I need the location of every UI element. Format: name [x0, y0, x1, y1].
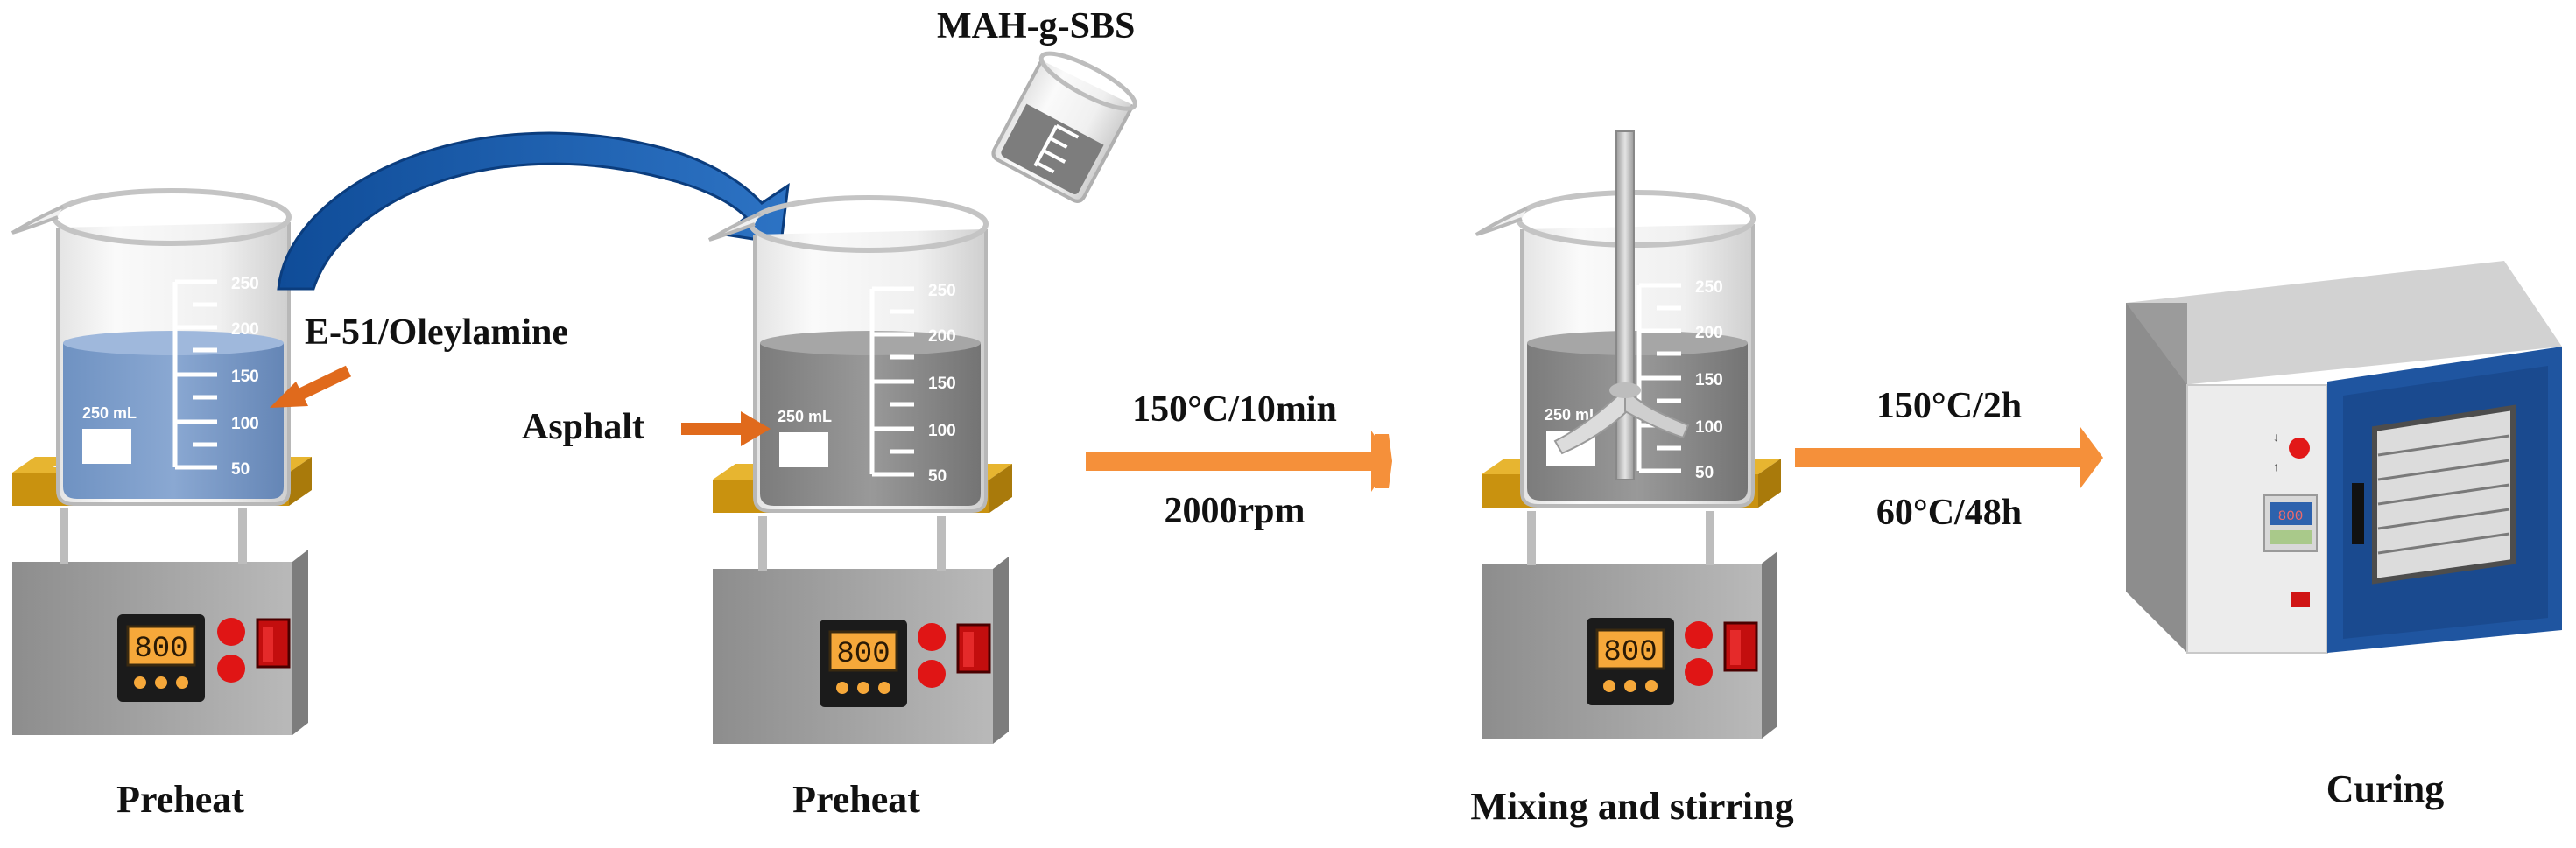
- beaker-2-scale-100: 100: [928, 422, 956, 440]
- beaker-1-volume-label: 250 mL: [82, 404, 137, 422]
- asphalt-pointer-arrow: [681, 411, 771, 446]
- oven-knob: [2289, 438, 2310, 459]
- beaker-3-scale-150: 150: [1695, 371, 1723, 389]
- beaker-3-volume-label: 250 mL: [1545, 406, 1599, 424]
- oven-switch: [2291, 592, 2310, 607]
- hotplate-3-knob-bottom: [1685, 658, 1713, 686]
- beaker-1-scale-150: 150: [231, 368, 259, 386]
- hotplate-1-display: 800: [134, 633, 187, 666]
- label-cure-step1: 150°C/2h: [1876, 386, 2023, 426]
- hotplate-2-knob-top: [918, 623, 946, 651]
- beaker-2-volume-label: 250 mL: [778, 408, 832, 425]
- beaker-3-scale-250: 250: [1695, 278, 1723, 297]
- beaker-2-scale-200: 200: [928, 327, 956, 346]
- beaker-3: 250 mL 250 200 150 100 50: [1475, 130, 1756, 508]
- caption-step-3: Mixing and stirring: [1470, 785, 1794, 828]
- svg-text:↓: ↓: [2273, 430, 2279, 444]
- caption-step-1: Preheat: [116, 778, 244, 821]
- label-mix-speed: 2000rpm: [1164, 491, 1306, 531]
- beaker-1-scale-250: 250: [231, 275, 259, 293]
- beaker-2-scale-150: 150: [928, 375, 956, 393]
- process-arrow-1: [1086, 431, 1392, 492]
- hotplate-3-knob-top: [1685, 621, 1713, 649]
- label-asphalt: Asphalt: [522, 407, 645, 447]
- mah-g-sbs-beaker: [991, 51, 1137, 203]
- e51-pointer-arrow: [270, 365, 352, 408]
- beaker-1-scale-100: 100: [231, 415, 259, 433]
- beaker-3-scale-200: 200: [1695, 324, 1723, 342]
- beaker-2-scale-250: 250: [928, 282, 956, 300]
- hotplate-1-knob-top: [217, 618, 245, 646]
- label-mah-g-sbs: MAH-g-SBS: [937, 6, 1136, 46]
- process-arrow-2: [1795, 427, 2103, 488]
- curing-oven: ↓ ↑ 800: [2126, 261, 2562, 654]
- hotplate-3-display: 800: [1603, 636, 1657, 669]
- beaker-1: 250 mL 250 200 150 100 50: [11, 188, 292, 506]
- beaker-1-scale-200: 200: [231, 320, 259, 339]
- label-cure-step2: 60°C/48h: [1876, 493, 2023, 533]
- caption-step-2: Preheat: [792, 778, 920, 821]
- beaker-1-scale-50: 50: [231, 460, 250, 479]
- caption-step-4: Curing: [2326, 767, 2445, 810]
- hotplate-2-display: 800: [836, 638, 890, 671]
- label-mix-temp-time: 150°C/10min: [1132, 389, 1337, 430]
- beaker-2-scale-50: 50: [928, 467, 947, 486]
- beaker-3-scale-50: 50: [1695, 464, 1714, 482]
- svg-text:↑: ↑: [2273, 459, 2279, 473]
- oven-display: 800: [2278, 508, 2304, 524]
- transfer-curve-arrow: [277, 131, 790, 291]
- beaker-3-scale-100: 100: [1695, 418, 1723, 437]
- beaker-2: 250 mL 250 200 150 100 50: [707, 195, 989, 513]
- label-e51-oleylamine: E-51/Oleylamine: [305, 312, 568, 353]
- stirrer: [1553, 130, 1690, 480]
- hotplate-2-knob-bottom: [918, 660, 946, 688]
- oven-door-handle: [2352, 483, 2364, 544]
- hotplate-1-knob-bottom: [217, 655, 245, 683]
